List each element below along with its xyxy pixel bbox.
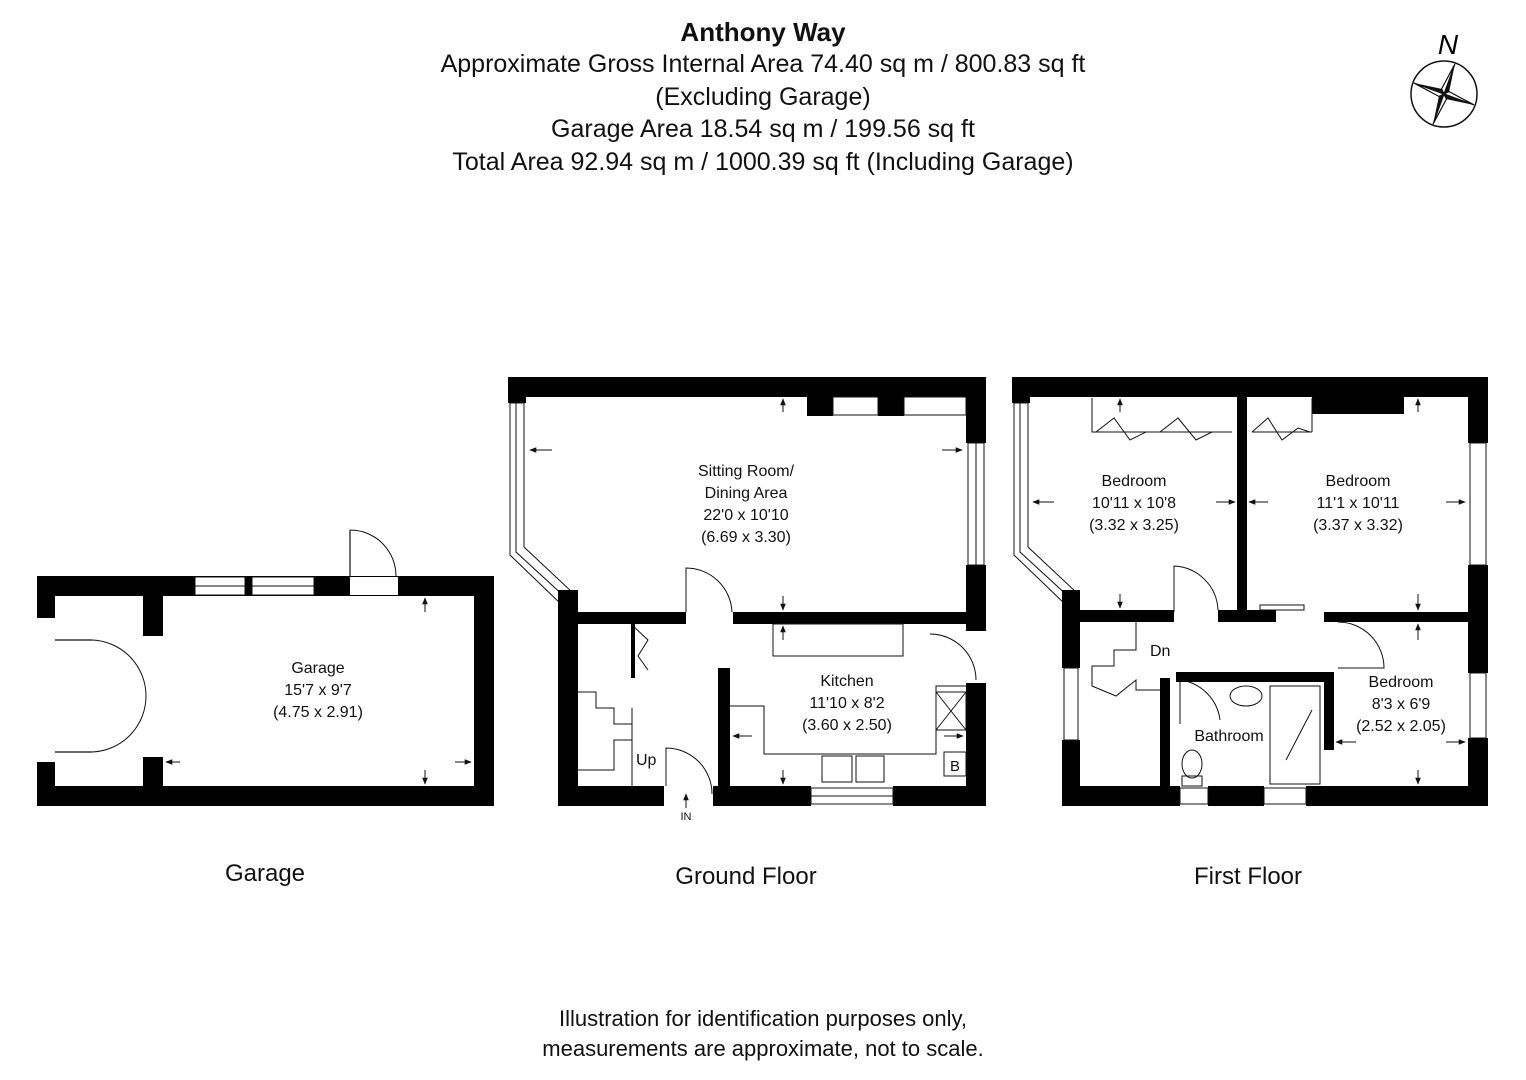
- first-floor-label: First Floor: [1194, 863, 1302, 890]
- garage-room-imperial: 15'7 x 9'7: [284, 682, 352, 699]
- bedroom-1-name: Bedroom: [1102, 473, 1167, 490]
- ground-floor-plan: IN Up B Sitting Room/ Dining Area 22'0 x…: [508, 377, 986, 823]
- kitchen-imperial: 11'10 x 8'2: [809, 695, 884, 712]
- bedroom-3-name: Bedroom: [1369, 674, 1434, 691]
- bedroom-2-metric: (3.37 x 3.32): [1313, 517, 1403, 534]
- kitchen-name: Kitchen: [820, 673, 873, 690]
- bedroom-3-metric: (2.52 x 2.05): [1356, 718, 1446, 735]
- total-area: Total Area 92.94 sq m / 1000.39 sq ft (I…: [452, 147, 1074, 176]
- sitting-room-name-line2: Dining Area: [705, 485, 788, 502]
- bedroom-2-name: Bedroom: [1326, 473, 1391, 490]
- stairs-up-label: Up: [636, 752, 657, 769]
- disclaimer-line-1: Illustration for identification purposes…: [558, 1006, 968, 1031]
- bedroom-1-imperial: 10'11 x 10'8: [1092, 495, 1176, 512]
- garage-room-name: Garage: [291, 660, 344, 677]
- bedroom-2-imperial: 11'1 x 10'11: [1317, 495, 1400, 512]
- stairs-down-label: Dn: [1150, 643, 1170, 660]
- bathroom-name: Bathroom: [1194, 728, 1263, 745]
- entrance-label: IN: [681, 811, 692, 823]
- disclaimer-line-2: measurements are approximate, not to sca…: [542, 1036, 984, 1061]
- boiler-label: B: [950, 758, 960, 775]
- kitchen-metric: (3.60 x 2.50): [802, 717, 892, 734]
- garage-plan: Garage 15'7 x 9'7 (4.75 x 2.91): [37, 529, 494, 806]
- sitting-room-imperial: 22'0 x 10'10: [703, 507, 788, 524]
- ground-floor-label: Ground Floor: [675, 863, 816, 890]
- garage-room-metric: (4.75 x 2.91): [273, 704, 363, 721]
- plan-header: Anthony Way Approximate Gross Internal A…: [0, 16, 1526, 178]
- gross-internal-area: Approximate Gross Internal Area 74.40 sq…: [440, 50, 1086, 78]
- first-floor-plan: Dn Bedroom 10'11 x 10'8 (3.32 x 3.25) Be…: [1012, 377, 1488, 806]
- north-label: N: [1438, 29, 1459, 60]
- property-title: Anthony Way: [680, 17, 846, 47]
- compass-rose-icon: N: [1410, 29, 1478, 128]
- disclaimer: Illustration for identification purposes…: [0, 1004, 1526, 1064]
- excluding-garage-note: (Excluding Garage): [655, 82, 871, 111]
- bedroom-1-metric: (3.32 x 3.25): [1089, 517, 1179, 534]
- sitting-room-metric: (6.69 x 3.30): [701, 529, 791, 546]
- sitting-room-name: Sitting Room/: [698, 463, 795, 480]
- garage-floor-label: Garage: [225, 860, 305, 887]
- garage-area: Garage Area 18.54 sq m / 199.56 sq ft: [551, 115, 975, 143]
- bedroom-3-imperial: 8'3 x 6'9: [1372, 696, 1431, 713]
